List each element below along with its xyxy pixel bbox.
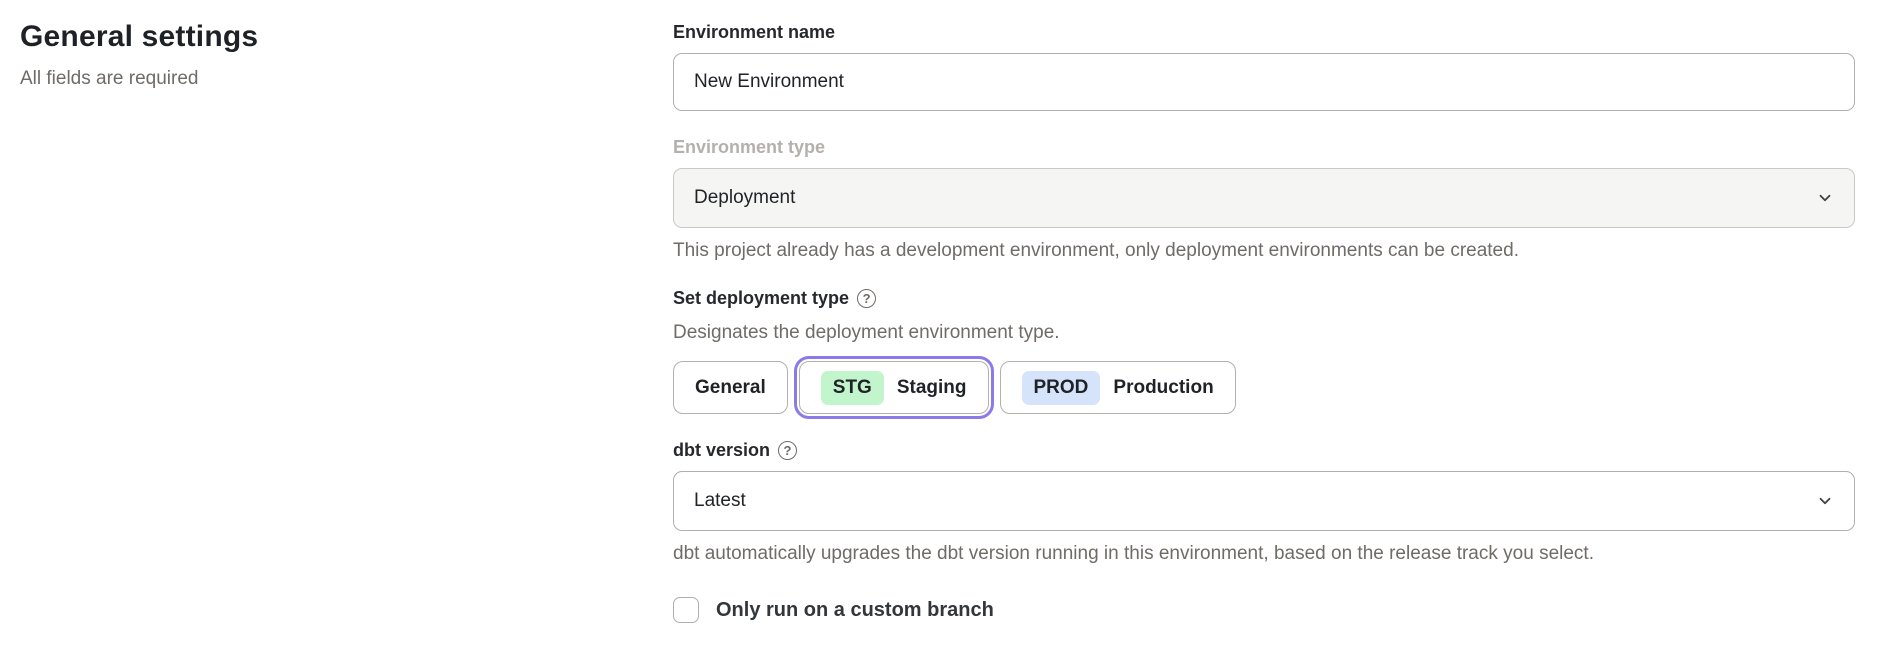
help-icon[interactable]: ? xyxy=(857,289,877,308)
help-icon[interactable]: ? xyxy=(778,441,798,460)
dbt-version-value: Latest xyxy=(694,490,746,511)
dbt-version-label-text: dbt version xyxy=(673,440,771,460)
custom-branch-checkbox[interactable] xyxy=(673,597,699,623)
settings-intro: General settings All fields are required xyxy=(0,0,673,660)
environment-type-field: Environment type Deployment This project… xyxy=(673,137,1855,262)
environment-form: Environment name Environment type Deploy… xyxy=(673,0,1855,660)
environment-type-select: Deployment xyxy=(673,168,1855,228)
production-badge: PROD xyxy=(1021,370,1101,405)
deployment-type-description: Designates the deployment environment ty… xyxy=(673,322,1060,343)
environment-type-value: Deployment xyxy=(694,187,796,208)
chevron-down-icon xyxy=(1816,189,1834,207)
environment-name-field: Environment name xyxy=(673,22,1855,111)
environment-name-label: Environment name xyxy=(673,22,836,42)
custom-branch-label: Only run on a custom branch xyxy=(716,598,994,621)
environment-name-input[interactable] xyxy=(673,53,1855,111)
deployment-type-field: Set deployment type ? Designates the dep… xyxy=(673,288,1855,419)
chevron-down-icon xyxy=(1816,492,1834,510)
page-title: General settings xyxy=(20,20,259,53)
staging-button-label: Staging xyxy=(896,376,967,398)
deployment-type-production-button[interactable]: PROD Production xyxy=(999,361,1236,414)
custom-branch-field: Only run on a custom branch xyxy=(673,597,1855,623)
deployment-type-label-text: Set deployment type xyxy=(673,288,850,308)
dbt-version-select[interactable]: Latest xyxy=(673,471,1855,531)
deployment-type-staging-button[interactable]: STG Staging xyxy=(793,356,994,419)
dbt-version-field: dbt version ? Latest dbt automatically u… xyxy=(673,440,1855,565)
deployment-type-general-button[interactable]: General xyxy=(673,361,788,414)
environment-type-helper: This project already has a development e… xyxy=(673,240,1519,261)
page-subtitle: All fields are required xyxy=(20,68,199,89)
production-button-label: Production xyxy=(1113,376,1214,398)
staging-badge: STG xyxy=(820,370,884,405)
dbt-version-label: dbt version ? xyxy=(673,440,798,461)
deployment-type-button-group: General STG Staging PROD Production xyxy=(673,356,1855,419)
dbt-version-helper: dbt automatically upgrades the dbt versi… xyxy=(673,543,1594,564)
general-button-label: General xyxy=(695,376,766,398)
deployment-type-label: Set deployment type ? xyxy=(673,288,877,309)
environment-type-label: Environment type xyxy=(673,137,826,157)
